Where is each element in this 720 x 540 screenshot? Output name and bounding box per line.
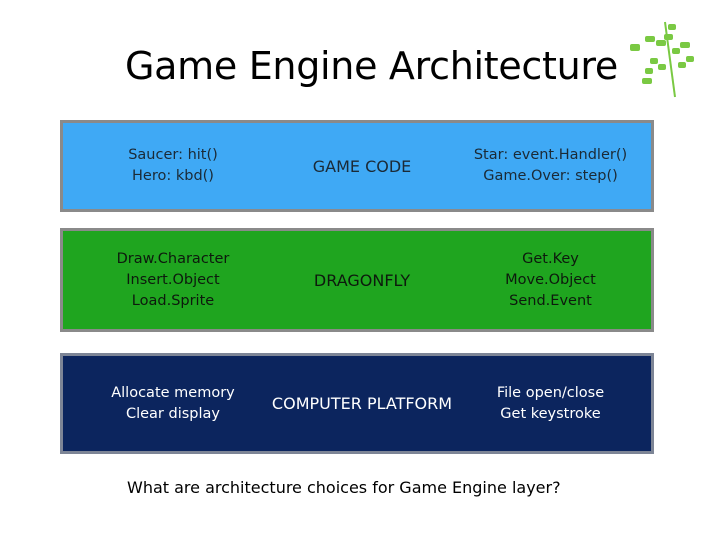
game-code-left-line: Hero: kbd() <box>132 168 214 184</box>
dragonfly-logo-icon <box>630 21 694 98</box>
game-code-examples-left: Saucer: hit() Hero: kbd() <box>63 123 283 209</box>
game-code-right-line: Star: event.Handler() <box>473 147 628 163</box>
platform-right-line: Get keystroke <box>500 405 601 422</box>
game-code-label: GAME CODE <box>263 123 461 209</box>
engine-layer: Draw.Character Insert.Object Load.Sprite… <box>60 228 654 332</box>
platform-label: COMPUTER PLATFORM <box>263 356 461 451</box>
game-code-title: GAME CODE <box>312 156 412 176</box>
platform-title: COMPUTER PLATFORM <box>271 394 453 413</box>
engine-examples-right: Get.Key Move.Object Send.Event <box>448 231 653 329</box>
platform-left-line: Clear display <box>125 405 220 422</box>
game-code-examples-right: Star: event.Handler() Game.Over: step() <box>448 123 653 209</box>
engine-left-line: Insert.Object <box>126 271 220 288</box>
platform-layer: Allocate memory Clear display COMPUTER P… <box>60 353 654 454</box>
engine-left-line: Load.Sprite <box>131 292 215 309</box>
platform-examples-right: File open/close Get keystroke <box>448 356 653 451</box>
engine-title: DRAGONFLY <box>313 270 411 290</box>
engine-right-line: Send.Event <box>509 292 592 309</box>
platform-right-line: File open/close <box>496 384 605 401</box>
engine-right-line: Get.Key <box>522 250 579 267</box>
game-code-left-line: Saucer: hit() <box>128 147 218 163</box>
engine-label: DRAGONFLY <box>263 231 461 329</box>
engine-left-line: Draw.Character <box>116 250 230 267</box>
engine-right-line: Move.Object <box>505 271 596 288</box>
engine-examples-left: Draw.Character Insert.Object Load.Sprite <box>63 231 283 329</box>
platform-left-line: Allocate memory <box>111 384 235 401</box>
game-code-layer: Saucer: hit() Hero: kbd() GAME CODE Star… <box>60 120 654 212</box>
platform-examples-left: Allocate memory Clear display <box>63 356 283 451</box>
question-text: What are architecture choices for Game E… <box>127 478 561 497</box>
slide-title: Game Engine Architecture <box>125 44 618 88</box>
game-code-right-line: Game.Over: step() <box>483 168 618 184</box>
